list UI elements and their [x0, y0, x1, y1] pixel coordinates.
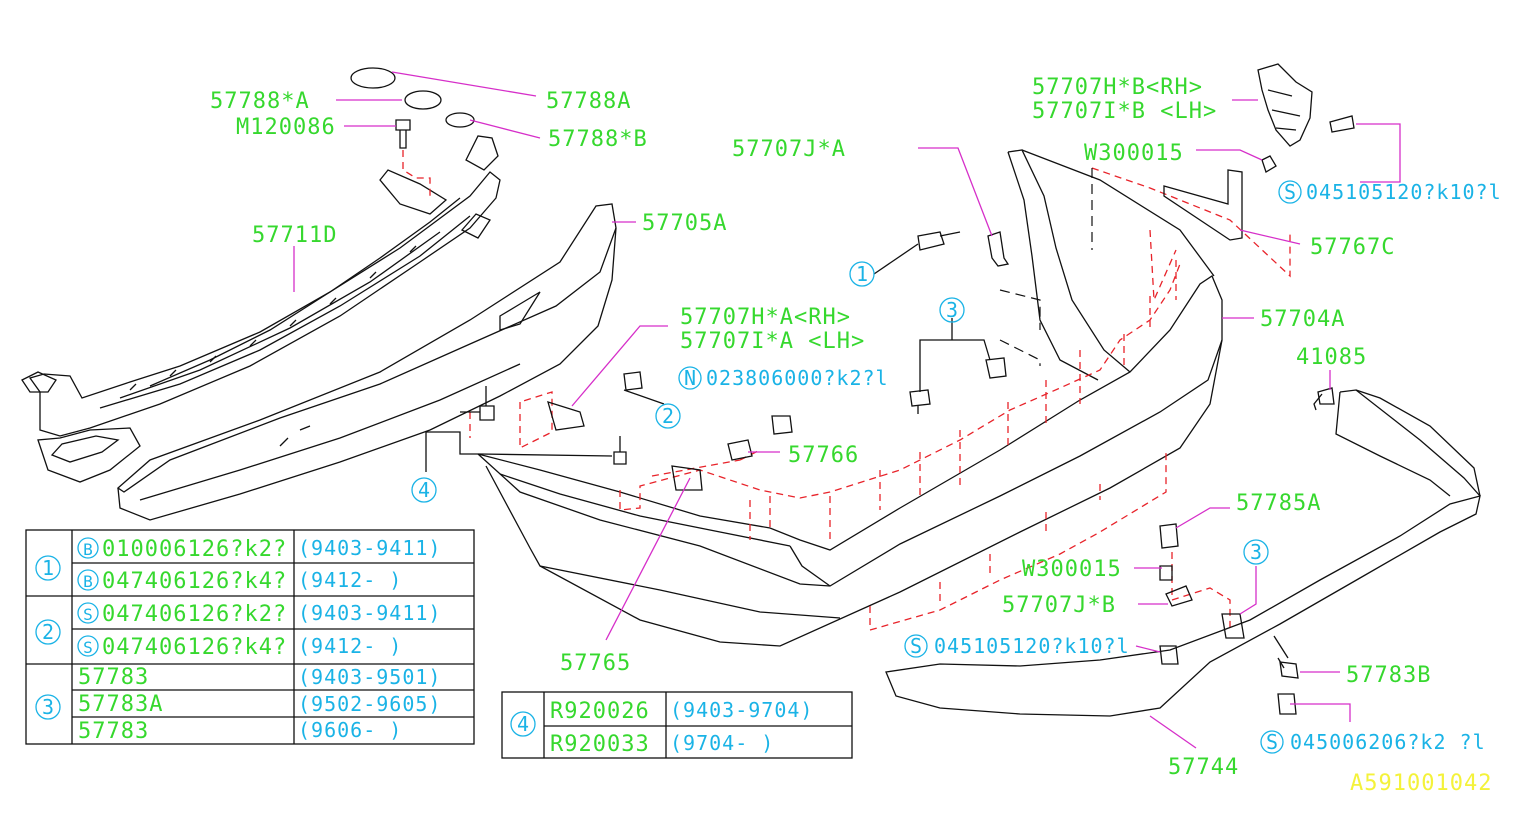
row2-date: (9412- ) [298, 568, 402, 592]
label-045006206: 045006206?k2 ?l [1290, 730, 1486, 754]
row6-date: (9502-9605) [298, 692, 441, 716]
table-group-3: 3 [42, 695, 54, 719]
callout-2: 2 [662, 404, 674, 428]
bracket-57767C[interactable] [1163, 169, 1243, 241]
bracket-57707JA[interactable] [987, 231, 1010, 267]
label-W300015-mid: W300015 [1022, 557, 1122, 582]
callout-lines [425, 243, 1323, 669]
callout-1: 1 [856, 262, 868, 286]
label-57707H-star-A: 57707H*A<RH> [680, 305, 851, 330]
bumper-face-57705A[interactable] [116, 203, 617, 521]
label-57783B: 57783B [1346, 663, 1431, 688]
leader-lines [293, 71, 1401, 749]
row4-date: (9412- ) [298, 634, 402, 658]
row1-prefix: B [83, 540, 93, 559]
small-parts[interactable] [479, 115, 1355, 715]
label-57707H-star-B: 57707H*B<RH> [1032, 75, 1203, 100]
label-57707I-star-B: 57707I*B <LH> [1032, 99, 1217, 124]
label-57707J-star-B: 57707J*B [1002, 593, 1116, 618]
row5-date: (9403-9501) [298, 665, 441, 689]
row4-part: 047406126?k4? [102, 635, 287, 660]
row1-part: 010006126?k2? [102, 537, 287, 562]
label-57707J-star-A: 57707J*A [732, 137, 846, 162]
callout-3a: 3 [946, 298, 958, 322]
row2-part: 047406126?k4? [102, 569, 287, 594]
row1-date: (9403-9411) [298, 536, 441, 560]
numbered-callouts: 1 3 2 4 3 [411, 261, 1269, 565]
label-57788A: 57788A [546, 89, 631, 114]
label-57767C: 57767C [1310, 235, 1395, 260]
callout-4: 4 [418, 478, 430, 502]
row6-part: 57783A [78, 692, 163, 717]
row7-date: (9606- ) [298, 718, 402, 742]
label-57707I-star-A: 57707I*A <LH> [680, 329, 865, 354]
table-group-1: 1 [42, 556, 54, 580]
parts-table-right: 4 R920026 (9403-9704) R920033 (9704- ) [501, 691, 853, 759]
n-prefix: N [684, 366, 696, 390]
row3-prefix: S [83, 605, 93, 624]
lower-skirt-57744[interactable] [885, 389, 1481, 717]
rt-row2-date: (9704- ) [670, 731, 774, 755]
label-57788-star-B: 57788*B [548, 127, 648, 152]
fastener-labels: S 045105120?k10?l N 023806000?k2?l S 045… [678, 180, 1502, 754]
parts-table-left: 1 2 3 B 010006126?k2? (9403-9411) B 0474… [25, 529, 475, 745]
row2-prefix: B [83, 572, 93, 591]
label-57744: 57744 [1168, 755, 1239, 780]
label-M120086: M120086 [236, 115, 336, 140]
label-57705A: 57705A [642, 211, 727, 236]
rt-row1-date: (9403-9704) [670, 698, 813, 722]
label-57711D: 57711D [252, 223, 337, 248]
rt-row1-part: R920026 [550, 699, 650, 724]
row5-part: 57783 [78, 665, 149, 690]
table-group-2: 2 [42, 620, 54, 644]
label-57704A: 57704A [1260, 307, 1345, 332]
table-group-4: 4 [517, 712, 529, 736]
part-labels: 57788A 57788*A M120086 57788*B 57711D 57… [210, 75, 1431, 780]
label-41085: 41085 [1296, 345, 1367, 370]
label-W300015-top: W300015 [1084, 141, 1184, 166]
label-023806000: 023806000?k2?l [706, 366, 889, 390]
diagram-id: A591001042 [1350, 771, 1492, 796]
bumper-beam-57711D[interactable] [21, 135, 501, 483]
callout-3b: 3 [1250, 540, 1262, 564]
bolt-M120086[interactable] [395, 119, 411, 149]
label-045105120-top: 045105120?k10?l [1306, 180, 1502, 204]
row3-date: (9403-9411) [298, 601, 441, 625]
cap-57788A[interactable] [350, 67, 475, 128]
label-57766: 57766 [788, 443, 859, 468]
row3-part: 047406126?k2? [102, 602, 287, 627]
s-prefix-top: S [1284, 180, 1296, 204]
row7-part: 57783 [78, 719, 149, 744]
label-57765: 57765 [560, 651, 631, 676]
s-prefix-bot: S [1266, 730, 1278, 754]
hidden-lines [469, 167, 1291, 631]
label-045105120-mid: 045105120?k10?l [934, 634, 1130, 658]
s-prefix-mid: S [910, 634, 922, 658]
row4-prefix: S [83, 638, 93, 657]
label-57788-star-A: 57788*A [210, 89, 310, 114]
bracket-57707HB[interactable] [1257, 63, 1313, 147]
rt-row2-part: R920033 [550, 732, 650, 757]
label-57785A: 57785A [1236, 491, 1321, 516]
bumper-cover-57704A[interactable] [477, 149, 1223, 647]
